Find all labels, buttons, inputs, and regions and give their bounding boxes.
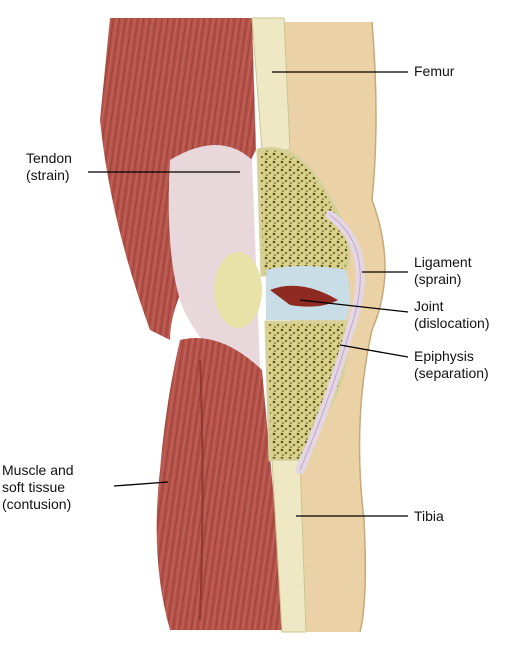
muscle-leader: [113, 481, 169, 487]
muscle-label: Muscle and soft tissue (contusion): [2, 462, 74, 512]
femur-label: Femur: [414, 63, 455, 79]
joint-space: [270, 285, 338, 307]
joint-label: Joint (dislocation): [414, 298, 490, 331]
joint-leader: [299, 299, 409, 313]
tibia-label: Tibia: [414, 508, 444, 524]
femur-condyle: [256, 147, 351, 277]
tendon-label: Tendon (strain): [26, 150, 72, 183]
tibia-shaft: [271, 459, 307, 633]
calf-muscle: [156, 338, 286, 630]
skin-outline: [358, 21, 386, 633]
patella: [214, 252, 262, 328]
epiphysis-label: Epiphysis (separation): [414, 348, 489, 381]
femur-shaft: [251, 17, 291, 151]
epiphysis-leader: [339, 344, 409, 358]
ligament-label: Ligament (sprain): [414, 254, 472, 287]
